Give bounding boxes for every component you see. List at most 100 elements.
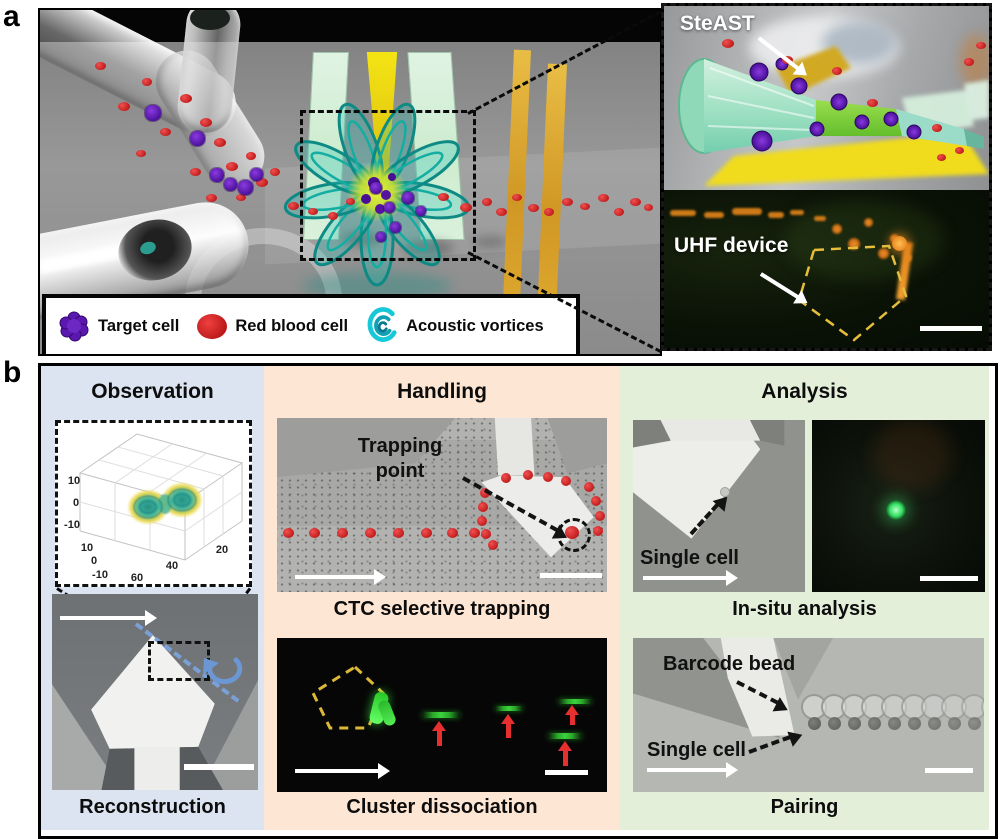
legend-label: Acoustic vortices <box>406 316 544 335</box>
red-blood-cell <box>630 198 641 206</box>
single-cell <box>888 717 901 730</box>
red-blood-cell <box>867 99 878 107</box>
trapped-red-cell <box>523 470 533 480</box>
target-cell <box>224 178 237 191</box>
cell-shadow <box>402 240 454 256</box>
zoom-region-box <box>300 110 476 261</box>
red-blood-cell <box>937 154 946 161</box>
target-cell-layer <box>40 10 660 354</box>
reconstruction-caption: Reconstruction <box>79 796 226 818</box>
cell-train-layer <box>633 638 984 792</box>
trapped-red-cell <box>543 472 553 482</box>
uhf-device-outline <box>797 244 908 342</box>
red-blood-cell <box>270 168 280 176</box>
vertical-tube-opening <box>190 10 230 30</box>
target-cell-icon <box>59 311 89 342</box>
z-tick: 10 <box>67 475 81 487</box>
red-blood-cell <box>421 528 432 538</box>
steast-label: SteAST <box>680 12 755 35</box>
legend-item-red-blood-cell: Red blood cell <box>197 313 349 339</box>
flow-arrow <box>295 763 390 779</box>
red-blood-cell <box>580 203 590 210</box>
steast-structure <box>678 46 989 186</box>
panel-b-workflow: Observation <box>38 363 998 839</box>
orange-cluster <box>832 224 842 234</box>
target-cell <box>376 232 386 242</box>
dissociation-image <box>277 638 607 792</box>
red-blood-cell <box>512 194 522 201</box>
target-cell <box>809 121 825 137</box>
flow-arrow <box>643 570 738 586</box>
scale-bar <box>545 770 588 775</box>
trapped-red-cell <box>593 526 603 536</box>
fluorescence-image <box>812 420 985 592</box>
red-blood-cell <box>190 168 201 176</box>
dissociated-cell <box>495 706 523 711</box>
y-tick: 10 <box>80 542 94 554</box>
pairing-caption: Pairing <box>770 796 839 818</box>
red-blood-cell <box>256 178 268 187</box>
dissociation-arrow <box>565 705 579 725</box>
red-blood-cell <box>214 138 226 147</box>
red-blood-cell-icon <box>197 313 228 339</box>
red-blood-cell <box>496 208 507 216</box>
red-blood-cell <box>393 528 404 538</box>
single-cell <box>948 717 961 730</box>
pairing-image: Barcode bead Single cell <box>633 638 984 792</box>
red-blood-cell <box>309 528 320 538</box>
target-cell <box>751 130 773 152</box>
cell-shadow <box>472 236 508 248</box>
red-blood-cell <box>722 39 734 48</box>
red-blood-cell <box>544 208 554 216</box>
red-blood-cell <box>160 128 171 136</box>
legend: Target cell Red blood cell Acoustic vort… <box>42 294 580 354</box>
legend-item-target-cell: Target cell <box>58 310 179 342</box>
single-cell <box>848 717 861 730</box>
dissociated-cell <box>558 699 592 704</box>
target-cell <box>384 202 395 213</box>
analysis-title: Analysis <box>761 380 848 403</box>
flow-arrow <box>647 762 738 778</box>
red-blood-cell <box>206 194 217 202</box>
trapped-red-cell <box>488 540 498 550</box>
orange-streak <box>814 216 826 221</box>
flow-arrow <box>60 610 157 626</box>
scale-bar <box>184 764 254 770</box>
single-cell-dot <box>721 488 729 496</box>
red-blood-cell <box>288 202 299 210</box>
panel-b-label: b <box>3 356 22 389</box>
trapped-red-cell <box>595 511 605 521</box>
red-blood-cell <box>118 102 130 111</box>
orange-bright-dot <box>892 236 907 251</box>
trapping-image: Trapping point <box>277 418 607 592</box>
dissociation-caption: Cluster dissociation <box>346 796 538 818</box>
legend-label: Red blood cell <box>235 316 349 335</box>
single-cell-label: Single cell <box>647 739 746 761</box>
red-blood-cell <box>328 212 338 220</box>
red-blood-cell <box>136 150 146 157</box>
dissociated-cell <box>422 712 460 718</box>
red-blood-cell-layer <box>40 10 660 354</box>
rotation-arrow <box>203 657 243 685</box>
observation-column: Observation <box>41 366 264 830</box>
x-tick: 40 <box>165 560 179 572</box>
scale-bar <box>920 326 982 331</box>
red-blood-cell <box>562 198 573 206</box>
target-cell <box>402 192 414 204</box>
inlet-channel <box>660 420 761 441</box>
trapped-red-cell <box>561 476 571 486</box>
cell-stream-layer <box>277 418 607 592</box>
red-blood-cell <box>482 198 492 206</box>
red-blood-cell <box>964 58 974 66</box>
red-blood-cell <box>447 528 458 538</box>
red-blood-cell <box>283 528 294 538</box>
acoustic-vortices-icon <box>367 307 397 342</box>
target-cell <box>190 131 205 146</box>
red-blood-cell <box>976 42 986 49</box>
y-tick: -10 <box>92 569 108 581</box>
single-cell <box>868 717 881 730</box>
orange-cluster <box>878 248 889 259</box>
trapped-red-cell <box>477 516 487 526</box>
target-cell <box>238 180 253 195</box>
